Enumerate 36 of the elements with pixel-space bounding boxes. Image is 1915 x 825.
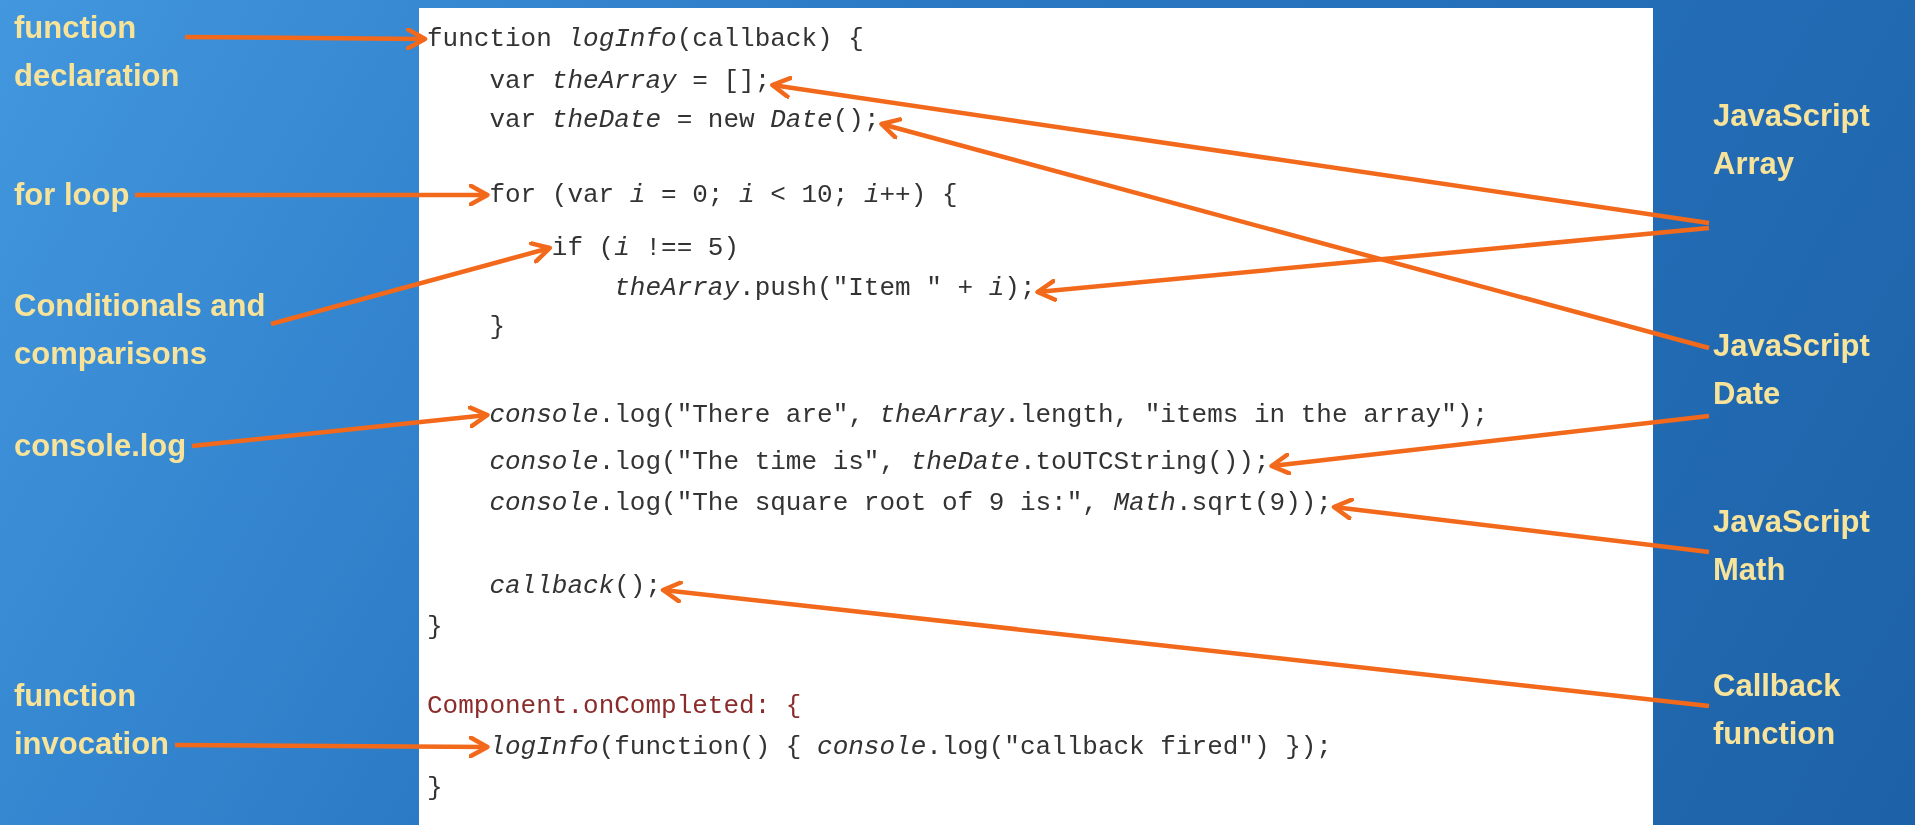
callout-label: function declaration [14,4,181,100]
callout-label: for loop [14,171,131,219]
leader-line [185,27,428,51]
code-line: Component.onCompleted: { [427,689,802,723]
leader-line [175,735,490,759]
code-line: console.log("The time is", theDate.toUTCString()); [489,445,1270,479]
code-line: function logInfo(callback) { [427,22,864,56]
callout-label: Conditionals and comparisons [14,282,267,378]
leader-line [770,75,1710,226]
callout-label: function invocation [14,672,171,768]
leader-line [1269,413,1710,476]
leader-line [270,241,553,327]
code-panel [419,8,1653,825]
code-line: logInfo(function() { console.log("callback fired") }); [489,730,1332,764]
code-line: if (i !== 5) [551,231,740,265]
callout-label: JavaScript Math [1713,498,1871,594]
code-line: for (var i = 0; i < 10; i++) { [489,178,958,212]
callout-label: console.log [14,422,188,470]
code-line: var theDate = new Date(); [489,103,880,137]
code-line: var theArray = []; [489,64,771,98]
code-line: console.log("The square root of 9 is:", Math.sqrt(9)); [489,486,1332,520]
leader-line [879,117,1710,351]
code-line: } [427,771,443,805]
leader-line [191,405,490,449]
code-line: } [489,310,505,344]
leader-line [1035,225,1710,302]
code-line: } [427,610,443,644]
callout-label: JavaScript Array [1713,92,1871,188]
leader-line [135,183,490,207]
code-line: console.log("There are", theArray.length, "items in the array"); [489,398,1488,432]
leader-line [1331,497,1710,555]
code-line: callback(); [489,569,662,603]
callout-label: JavaScript Date [1713,322,1871,418]
callout-label: Callback function [1713,662,1842,758]
code-line: theArray.push("Item " + i); [614,271,1036,305]
leader-line [660,580,1710,709]
